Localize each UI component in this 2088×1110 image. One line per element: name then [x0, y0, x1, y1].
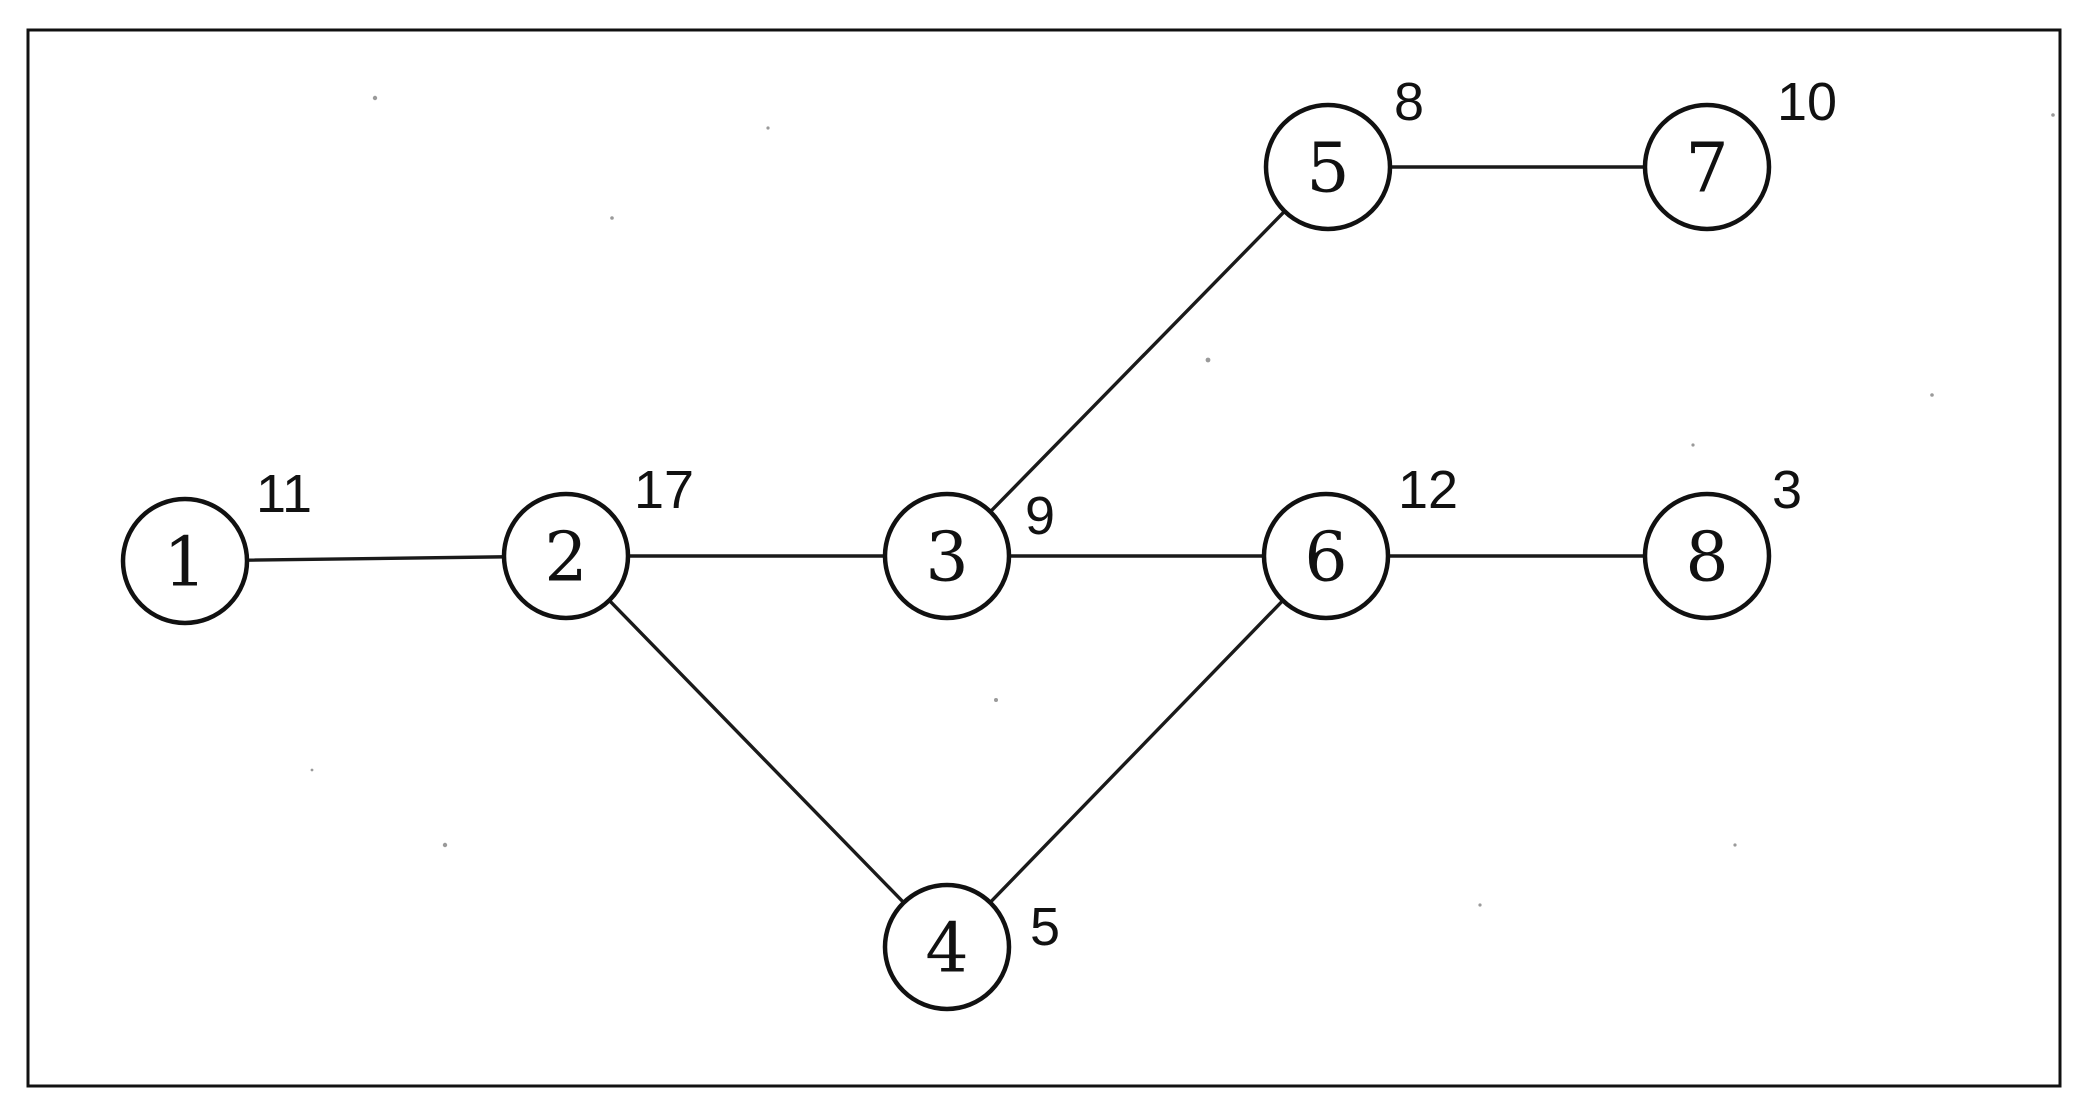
node-6: 6 12 [1261, 460, 1458, 621]
node-7: 7 10 [1642, 72, 1837, 232]
diagram-frame [26, 28, 2062, 1088]
node-circle [1261, 491, 1391, 621]
edge-2-4 [564, 554, 949, 949]
node-circle [1263, 102, 1393, 232]
node-label: 6 [1304, 519, 1347, 598]
node-2: 2 17 [501, 460, 694, 621]
node-label: 7 [1685, 130, 1728, 209]
node-label: 1 [163, 524, 206, 603]
node-circle [501, 491, 631, 621]
node-weight-label: 5 [1030, 897, 1060, 957]
node-5: 58 [1263, 72, 1424, 232]
node-label: 4 [925, 910, 968, 989]
edge-3-5 [945, 165, 1330, 558]
node-circle [882, 491, 1012, 621]
node-circle [120, 496, 250, 626]
node-circle [1642, 491, 1772, 621]
node-label: 2 [544, 519, 587, 598]
edge-4-6 [945, 554, 1328, 949]
node-3: 39 [882, 486, 1055, 621]
node-weight-label: 17 [634, 460, 694, 520]
node-label: 8 [1685, 519, 1728, 598]
node-weight-label: 10 [1777, 72, 1837, 132]
node-8: 83 [1642, 460, 1802, 621]
node-weight-label: 9 [1025, 486, 1055, 546]
node-label: 3 [925, 519, 968, 598]
node-weight-label: 8 [1394, 72, 1424, 132]
scan-specks [310, 95, 2055, 907]
node-circle [1642, 102, 1772, 232]
node-weight-label: 3 [1772, 460, 1802, 520]
node-circle [882, 882, 1012, 1012]
node-weight-label: 11 [256, 464, 312, 524]
node-1: 111 [120, 464, 312, 626]
node-weight-label: 12 [1398, 460, 1458, 520]
node-label: 5 [1306, 130, 1349, 209]
